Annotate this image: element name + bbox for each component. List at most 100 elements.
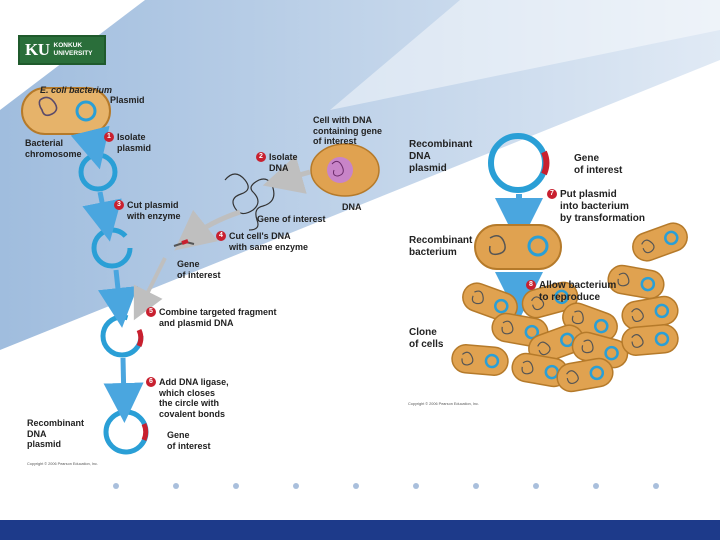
chromosome-label-2: chromosome [25, 148, 82, 159]
clone-2: of cells [409, 339, 444, 350]
clone-bacterium [451, 344, 509, 376]
step-6-number: 6 [146, 377, 156, 387]
clone-bacterium [521, 281, 579, 319]
step-8-line1: Allow bacterium [539, 280, 617, 291]
clone-bacterium [621, 324, 679, 356]
header-band-light [330, 0, 720, 110]
cut-dna-arrow [174, 209, 241, 251]
recombinant-plasmid-left-label: Recombinant DNA plasmid [27, 418, 84, 450]
step-1-number: 1 [104, 132, 114, 142]
gene-final-2: of interest [167, 440, 211, 451]
dna-label: DNA [342, 202, 362, 212]
step-5-line2: and plasmid DNA [159, 317, 234, 328]
gene-fragment-label-1: Gene [177, 259, 200, 269]
cell-dna-label-2: containing gene [313, 125, 383, 136]
cell-dna-label: Cell with DNA containing gene of interes… [313, 115, 382, 147]
gene-of-interest-label: Gene of interest [257, 214, 326, 224]
gene-right-2: of interest [574, 165, 623, 176]
recombinant-plasmid-right [488, 133, 550, 193]
recombinant-plasmid-right-label: Recombinant DNA plasmid [409, 139, 472, 175]
logo-line2: UNIVERSITY [53, 50, 93, 57]
gene-right-1: Gene [574, 153, 600, 164]
gene-fragment-label-2: of interest [177, 269, 221, 280]
copyright-left: Copyright © 2006 Pearson Education, Inc. [27, 462, 98, 466]
recombinant-bacterium [474, 224, 562, 270]
footer-bar [0, 520, 720, 540]
clone-bacterium [556, 357, 614, 393]
step-7-line3: by transformation [560, 213, 646, 224]
isolated-dna [224, 173, 275, 231]
recombinant-bacterium-label: Recombinant bacterium [409, 235, 472, 259]
step-8-line2: to reproduce [539, 292, 601, 303]
cell-with-dna [310, 143, 380, 197]
step-3-line1: Cut plasmid [127, 200, 179, 210]
step-4-line2: with same enzyme [229, 241, 309, 252]
slide-dot [173, 483, 179, 489]
slide-dot [413, 483, 419, 489]
step-6-line1: Add DNA ligase, [159, 377, 229, 387]
step-2-line2: DNA [269, 162, 289, 173]
rb-2: bacterium [409, 247, 457, 258]
plasmid-label: Plasmid [110, 95, 145, 105]
logo-initials: KU [25, 40, 50, 59]
slide-dot [593, 483, 599, 489]
rdp-1: Recombinant [409, 139, 473, 150]
logo-line1: KONKUK [53, 42, 83, 49]
flow-arrows-left [70, 125, 144, 423]
clone-label: Clone of cells [409, 327, 443, 351]
step-4-line1: Cut cell's DNA [229, 231, 291, 241]
chromosome-label: Bacterial chromosome [25, 138, 82, 159]
clone-bacterium [571, 331, 629, 369]
clone-1: Clone [409, 327, 437, 338]
ecoli-bacterium [21, 87, 111, 135]
clone-cells [451, 222, 688, 393]
cell-dna-label-1: Cell with DNA [313, 115, 373, 125]
step-4-number: 4 [216, 231, 226, 241]
slide-dot [293, 483, 299, 489]
step-7-number: 7 [547, 189, 557, 199]
slide-dot [233, 483, 239, 489]
dot-rule [0, 483, 720, 493]
gene-right-label: Gene of interest [574, 153, 622, 177]
rdp-2: DNA [409, 151, 431, 162]
step-6-line4: covalent bonds [159, 408, 226, 419]
step-5-number: 5 [146, 307, 156, 317]
university-logo: KU KONKUK UNIVERSITY [18, 35, 106, 65]
step-5-line1: Combine targeted fragment [159, 307, 277, 317]
step-7-line2: into bacterium [560, 201, 629, 212]
recomb-left-3: plasmid [27, 439, 62, 449]
isolate-dna-arrow [262, 155, 311, 194]
rb-1: Recombinant [409, 235, 473, 246]
gene-final-1: Gene [167, 430, 190, 440]
ecoli-label: E. coli bacterium [40, 85, 113, 95]
slide-dot [473, 483, 479, 489]
step-2-line1: Isolate [269, 152, 298, 162]
recombinant-plasmid-left [103, 409, 149, 455]
step-6-line2: which closes [159, 387, 216, 398]
step-1-line1: Isolate [117, 132, 146, 142]
clone-bacterium [632, 222, 688, 262]
step-1-line2: plasmid [117, 142, 152, 153]
slide-dot [533, 483, 539, 489]
gene-fragment [173, 239, 195, 247]
clone-bacterium [607, 264, 665, 300]
gene-final-label: Gene of interest [167, 430, 211, 451]
step-3-number: 3 [114, 200, 124, 210]
copyright-right: Copyright © 2006 Pearson Education, Inc. [408, 402, 479, 406]
gene-fragment-label: Gene of interest [177, 259, 221, 280]
logo-name: KONKUK UNIVERSITY [54, 42, 93, 58]
slide-dot [653, 483, 659, 489]
step-3-line2: with enzyme [127, 210, 181, 221]
step-6-line3: the circle with [159, 398, 220, 408]
cell-dna-label-3: of interest [313, 136, 357, 146]
step-8-number: 8 [526, 280, 536, 290]
